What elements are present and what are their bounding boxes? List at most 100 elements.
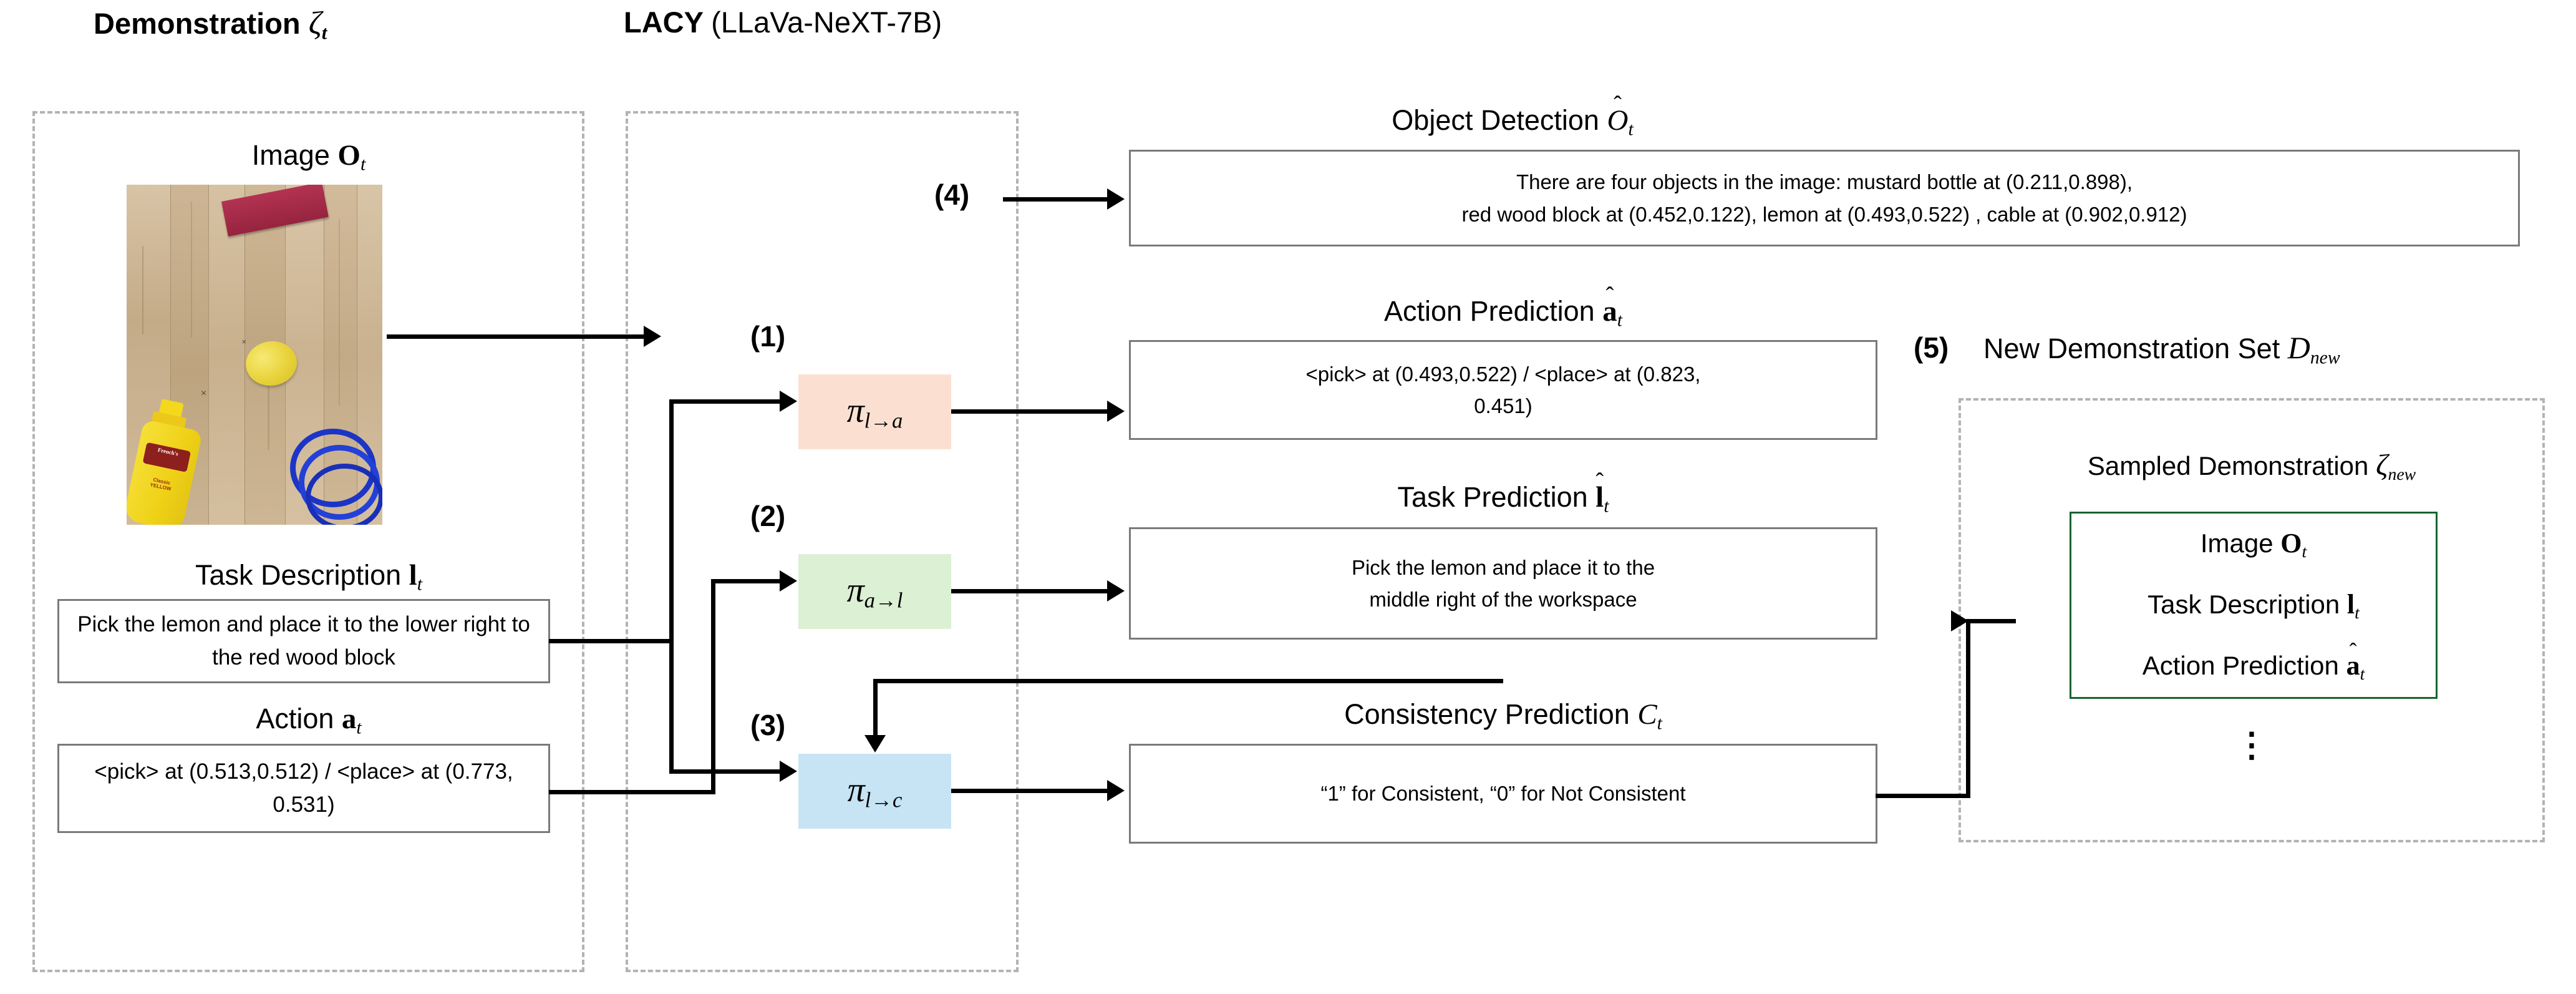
task-prediction-line2: middle right of the workspace (1369, 588, 1637, 611)
task-prediction-label: Task Prediction ̂lt (1129, 480, 1877, 517)
task-prediction-label-text: Task Prediction (1397, 481, 1588, 513)
bus-vertical-task (669, 399, 674, 774)
task-prediction-symbol: ̂l (1595, 481, 1604, 514)
object-detection-subscript: t (1628, 119, 1634, 140)
image-label-text: Image (251, 139, 330, 171)
action-value: <pick> at (0.513,0.512) / <place> at (0.… (94, 759, 513, 817)
sampled-row-image-label: Image (2200, 528, 2273, 558)
consistency-prediction-line1: “1” for Consistent, “0” for Not Consiste… (1320, 782, 1686, 806)
connector-action-to-bus (549, 790, 711, 794)
demonstration-title-text: Demonstration (94, 7, 301, 40)
task-description-value: Pick the lemon and place it to the lower… (77, 612, 530, 670)
task-description-label: Task Description lt (0, 558, 617, 595)
connector-policy1-to-action-prediction (951, 409, 1109, 414)
arrow-to-policy1 (780, 391, 797, 412)
consistency-subscript: t (1657, 713, 1662, 734)
consistency-prediction-label-text: Consistency Prediction (1344, 698, 1630, 730)
lacy-panel (626, 111, 1019, 972)
image-symbol: O (337, 139, 361, 172)
object-detection-label-text: Object Detection (1392, 104, 1599, 136)
sampled-demonstration-label: Sampled Demonstration ζnew (1959, 448, 2545, 484)
action-prediction-label: Action Prediction ̂at (1129, 295, 1877, 331)
lacy-title-bold: LACY (624, 6, 704, 39)
bus-vertical-action (711, 579, 715, 794)
arrow-to-policy2 (780, 570, 797, 592)
action-prediction-box: <pick> at (0.493,0.522) / <place> at (0.… (1129, 340, 1877, 440)
action-label: Action at (0, 702, 617, 738)
connector-bus-to-policy3 (669, 769, 782, 774)
zeta-symbol: ζ (308, 6, 322, 41)
task-symbol: l (409, 559, 417, 592)
sampled-demonstration-label-text: Sampled Demonstration (2087, 451, 2369, 480)
blue-cable-object (290, 423, 382, 525)
connector-consistency-to-set-right (1966, 619, 2016, 623)
image-label: Image Ot (0, 139, 617, 175)
new-demonstration-set-title: New Demonstration Set Dnew (1983, 329, 2340, 368)
step-2-label: (2) (750, 500, 786, 532)
demonstration-panel (32, 111, 584, 972)
step-5-label: (5) (1914, 331, 1949, 364)
connector-consistency-to-set (1876, 794, 1970, 798)
dataset-symbol: D (2287, 330, 2310, 365)
action-box: <pick> at (0.513,0.512) / <place> at (0.… (57, 744, 550, 833)
step-3-label: (3) (750, 709, 786, 741)
action-prediction-line1: <pick> at (0.493,0.522) / <place> at (0.… (1305, 362, 1701, 386)
action-symbol: a (341, 703, 357, 735)
arrow-task-prediction-feedback (864, 735, 886, 753)
policy-l-to-a-symbol: πl→a (846, 391, 903, 433)
object-detection-line2: red wood block at (0.452,0.122), lemon a… (1461, 202, 2187, 226)
sampled-image-subscript: t (2302, 541, 2307, 561)
connector-task-prediction-feedback (873, 679, 1503, 683)
arrow-action-prediction (1107, 401, 1125, 422)
arrow-object-detection (1107, 188, 1125, 210)
policy-l-to-c-symbol: πl→c (847, 770, 903, 812)
zeta-new-symbol: ζ (2376, 449, 2388, 482)
connector-bus-to-policy2 (711, 579, 782, 583)
connector-bus-to-policy1 (669, 399, 782, 404)
sampled-task-symbol: l (2346, 588, 2355, 620)
action-prediction-line2: 0.451) (1474, 394, 1533, 417)
arrow-new-demonstration-set (1951, 610, 1968, 631)
zeta-subscript: t (321, 21, 327, 44)
demonstration-set-ellipsis: ⋮ (2235, 726, 2269, 764)
arrow-task-prediction (1107, 580, 1125, 602)
new-demonstration-set-title-text: New Demonstration Set (1983, 333, 2280, 364)
connector-task-prediction-feedback-down (873, 679, 878, 736)
task-prediction-subscript: t (1604, 496, 1609, 517)
action-prediction-symbol: ̂a (1602, 295, 1617, 328)
sampled-task-subscript: t (2355, 602, 2360, 622)
sampled-row-image: Image Ot (2201, 527, 2307, 562)
policy-a-to-l-symbol: πa→l (846, 570, 903, 613)
sampled-action-subscript: t (2360, 663, 2365, 683)
lacy-title-model: (LLaVa-NeXT-7B) (711, 6, 942, 39)
action-prediction-label-text: Action Prediction (1384, 295, 1595, 327)
object-detection-label: Object Detection ̂Ot (1129, 104, 1896, 140)
sampled-image-symbol: O (2280, 527, 2302, 558)
task-description-label-text: Task Description (195, 559, 402, 591)
task-prediction-box: Pick the lemon and place it to the middl… (1129, 527, 1877, 640)
policy-l-to-c-chip: πl→c (798, 754, 951, 829)
step-1-label: (1) (750, 320, 786, 353)
sampled-action-symbol: ̂a (2346, 650, 2360, 681)
task-prediction-line1: Pick the lemon and place it to the (1351, 555, 1655, 579)
task-subscript: t (417, 574, 422, 595)
sampled-row-action-label: Action Prediction (2142, 650, 2339, 680)
object-detection-line1: There are four objects in the image: mus… (1516, 170, 2133, 194)
sampled-row-action: Action Prediction ̂at (2143, 650, 2365, 684)
connector-image-to-lacy (387, 334, 646, 339)
policy-l-to-a-chip: πl→a (798, 374, 951, 449)
dataset-subscript: new (2310, 348, 2340, 368)
sampled-row-task: Task Description lt (2147, 588, 2360, 623)
connector-task-to-bus (549, 639, 674, 643)
sampled-row-task-label: Task Description (2147, 589, 2340, 619)
consistency-prediction-label: Consistency Prediction Ct (1129, 698, 1877, 734)
policy-a-to-l-chip: πa→l (798, 554, 951, 629)
demonstration-title: Demonstration ζt (94, 5, 327, 44)
connector-lacy-to-object-detection (1003, 197, 1109, 202)
step-4-label: (4) (934, 178, 970, 211)
image-subscript: t (360, 154, 366, 175)
sampled-demonstration-box: Image Ot Task Description lt Action Pred… (2070, 512, 2438, 699)
zeta-new-subscript: new (2388, 464, 2416, 484)
task-description-box: Pick the lemon and place it to the lower… (57, 599, 550, 683)
action-label-text: Action (256, 703, 334, 734)
